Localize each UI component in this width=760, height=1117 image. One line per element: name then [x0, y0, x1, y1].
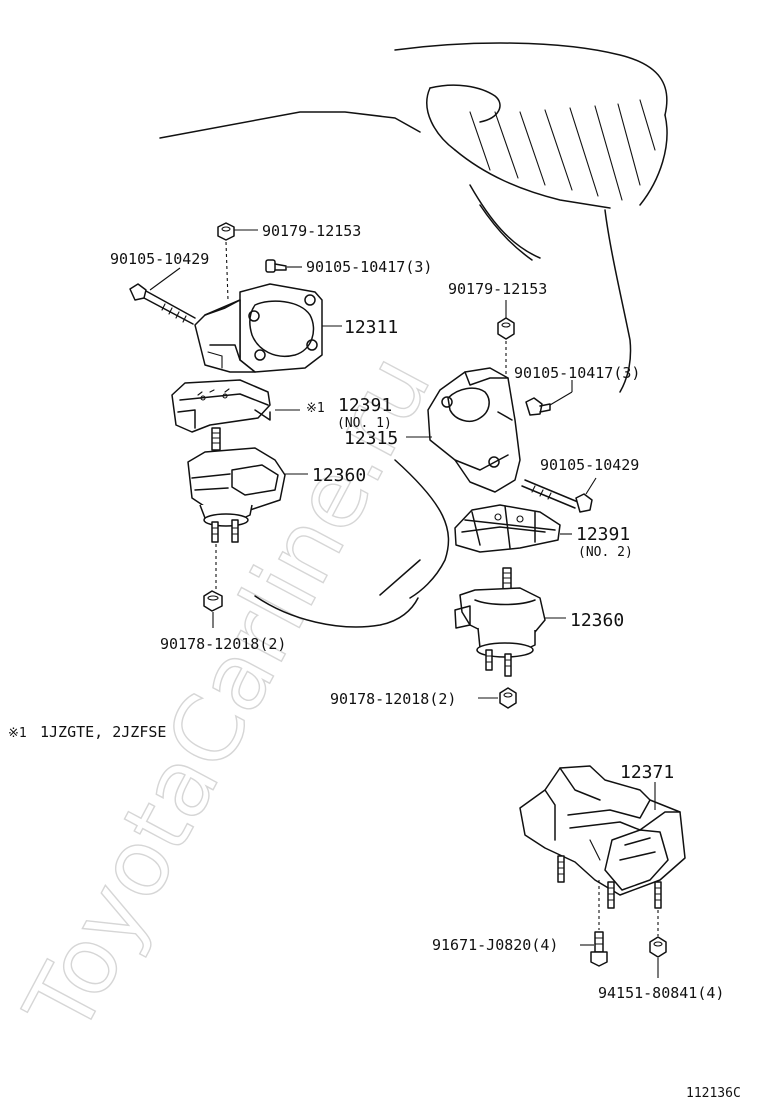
insulator-12391-no2 — [454, 504, 572, 553]
bolt-91671-j0820 — [580, 931, 608, 967]
label-12360-left: 12360 — [312, 465, 366, 486]
label-12391-no1: 12391 — [338, 395, 392, 416]
bolt-90105-10417-left — [265, 259, 302, 273]
label-90179-12153-right: 90179-12153 — [448, 280, 547, 298]
label-90105-10417-right: 90105-10417(3) — [514, 364, 640, 382]
label-12391-no2-sub: (NO. 2) — [578, 545, 633, 560]
mount-12360-left — [187, 427, 308, 590]
label-91671-j0820: 91671-J0820(4) — [432, 936, 558, 954]
part-labels: 90179-12153 90105-10429 90105-10417(3) 1… — [110, 222, 724, 1002]
mount-12360-right — [454, 567, 566, 677]
label-90178-12018-right: 90178-12018(2) — [330, 690, 456, 708]
label-12371: 12371 — [620, 762, 674, 783]
label-12391-no1-mark: ※1 — [306, 401, 325, 416]
bracket-12311 — [194, 283, 342, 373]
label-12391-no1-sub: (NO. 1) — [337, 416, 392, 431]
diagram-id: 112136C — [686, 1086, 741, 1101]
bolt-90105-10429-right — [521, 477, 597, 513]
label-90105-10429-left: 90105-10429 — [110, 250, 209, 268]
nut-94151-80841 — [649, 936, 667, 978]
bolt-90105-10417-right — [525, 380, 573, 416]
label-90105-10429-right: 90105-10429 — [540, 456, 639, 474]
nut-90178-12018-right — [478, 687, 517, 709]
label-90105-10417-left: 90105-10417(3) — [306, 258, 432, 276]
label-90178-12018-left: 90178-12018(2) — [160, 635, 286, 653]
engine-outline — [159, 42, 668, 628]
footnote-mark: ※1 — [8, 726, 27, 741]
footnote-text: 1JZGTE, 2JZFSE — [40, 723, 166, 741]
label-12360-right: 12360 — [570, 610, 624, 631]
label-94151-80841: 94151-80841(4) — [598, 984, 724, 1002]
nut-90178-12018-left — [203, 590, 223, 628]
bolt-90105-10429-left — [129, 267, 196, 325]
label-12391-no2: 12391 — [576, 524, 630, 545]
label-12311: 12311 — [344, 317, 398, 338]
insulator-12391-no1 — [171, 379, 300, 433]
footnote: ※1 1JZGTE, 2JZFSE — [8, 723, 166, 741]
bracket-12315 — [406, 367, 521, 493]
nut-90179-12153-left — [217, 222, 258, 301]
label-90179-12153-left: 90179-12153 — [262, 222, 361, 240]
mount-12371 — [519, 765, 686, 936]
label-12315: 12315 — [344, 428, 398, 449]
